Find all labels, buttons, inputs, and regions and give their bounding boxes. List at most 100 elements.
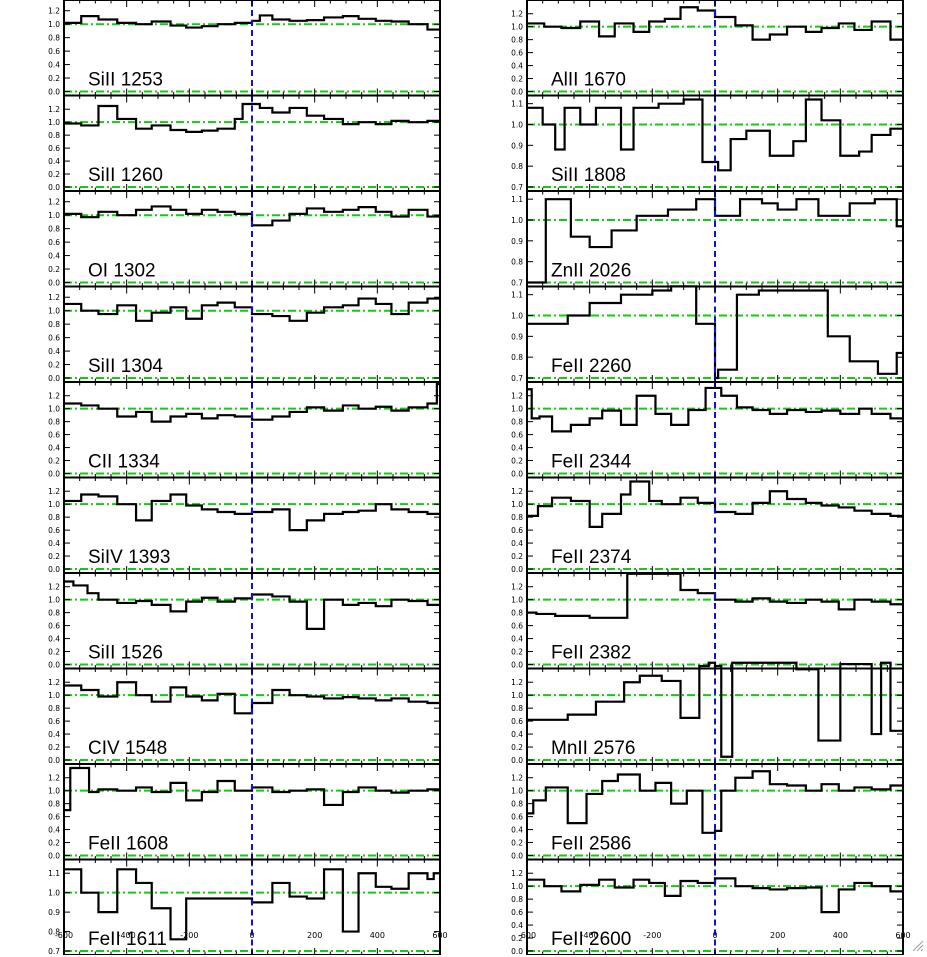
ion-label: SiII 1304 — [88, 356, 163, 377]
y-tick-label: 0.4 — [48, 444, 60, 453]
y-tick-label: 0.8 — [48, 34, 60, 43]
x-tick-label: -200 — [180, 931, 198, 940]
x-tick-label: 600 — [432, 931, 447, 940]
y-tick-label: 0.8 — [511, 418, 523, 427]
y-tick-label: 1.0 — [511, 216, 523, 225]
y-tick-label: 1.2 — [48, 105, 60, 114]
spectrum-step-line — [64, 681, 440, 715]
y-tick-label: 1.0 — [48, 405, 60, 414]
x-tick-label: 600 — [895, 931, 910, 940]
y-tick-label: 0.2 — [48, 265, 60, 274]
y-tick-label: 0.4 — [511, 921, 523, 930]
spectrum-step-line — [527, 198, 903, 284]
y-tick-label: 0.8 — [511, 800, 523, 809]
ion-label: SiII 1253 — [88, 70, 163, 91]
y-tick-label: 0.4 — [48, 61, 60, 70]
y-tick-label: 0.8 — [48, 928, 60, 937]
y-tick-label: 1.0 — [511, 23, 523, 32]
y-tick-label: 1.0 — [511, 596, 523, 605]
y-tick-label: 0.4 — [48, 157, 60, 166]
x-tick-label: -400 — [118, 931, 136, 940]
y-tick-label: 0.0 — [48, 852, 60, 861]
y-tick-label: 0.8 — [511, 162, 523, 171]
y-tick-label: 0.8 — [48, 704, 60, 713]
y-tick-label: 1.0 — [48, 118, 60, 127]
x-tick-label: 400 — [833, 931, 848, 940]
y-tick-label: 0.6 — [48, 431, 60, 440]
spectrum-step-line — [64, 766, 440, 812]
y-tick-label: 0.0 — [48, 374, 60, 383]
y-tick-label: 0.8 — [48, 418, 60, 427]
y-tick-label: 0.8 — [48, 225, 60, 234]
ion-label: FeII 2382 — [551, 643, 631, 664]
y-tick-label: 1.0 — [511, 882, 523, 891]
y-tick-label: 0.4 — [511, 635, 523, 644]
y-tick-label: 0.4 — [511, 730, 523, 739]
y-tick-label: 0.7 — [511, 279, 523, 288]
x-tick-label: 200 — [307, 931, 322, 940]
y-tick-label: 1.2 — [511, 10, 523, 19]
y-tick-label: 0.2 — [48, 74, 60, 83]
y-tick-label: 1.0 — [511, 121, 523, 130]
y-tick-label: 0.4 — [511, 826, 523, 835]
y-tick-label: 1.0 — [48, 691, 60, 700]
x-tick-label: -600 — [518, 931, 536, 940]
ion-label: SiIV 1393 — [88, 547, 170, 568]
ion-label: FeII 2374 — [551, 547, 632, 568]
y-tick-label: 0.2 — [48, 552, 60, 561]
y-tick-label: 0.8 — [48, 131, 60, 140]
y-tick-label: 0.4 — [48, 826, 60, 835]
y-tick-label: 0.2 — [511, 75, 523, 84]
y-tick-label: 0.2 — [48, 170, 60, 179]
y-tick-label: 0.2 — [511, 457, 523, 466]
spectrum-step-line — [64, 102, 440, 134]
y-tick-label: 0.4 — [48, 347, 60, 356]
y-tick-label: 1.2 — [511, 487, 523, 496]
y-tick-label: 1.2 — [48, 487, 60, 496]
y-tick-label: 1.0 — [511, 312, 523, 321]
y-tick-label: 1.0 — [48, 787, 60, 796]
y-tick-label: 0.6 — [511, 908, 523, 917]
y-tick-label: 0.0 — [511, 470, 523, 479]
y-tick-label: 1.2 — [511, 774, 523, 783]
y-tick-label: 1.0 — [48, 596, 60, 605]
ion-label: SiII 1808 — [551, 165, 626, 186]
resize-grip-icon[interactable] — [910, 938, 924, 952]
y-tick-label: 1.2 — [511, 869, 523, 878]
y-tick-label: 0.6 — [48, 622, 60, 631]
y-tick-label: 0.8 — [511, 704, 523, 713]
y-tick-label: 1.0 — [48, 889, 60, 898]
spectrum-step-line — [64, 382, 440, 423]
y-tick-label: 1.1 — [48, 869, 60, 878]
y-tick-label: 1.2 — [48, 198, 60, 207]
y-tick-label: 0.7 — [511, 374, 523, 383]
y-tick-label: 0.9 — [511, 332, 523, 341]
ion-label: FeII 2586 — [551, 834, 631, 855]
y-tick-label: 1.1 — [511, 291, 523, 300]
y-tick-label: 0.8 — [511, 258, 523, 267]
ion-label: CIV 1548 — [88, 738, 167, 759]
ion-label: SiII 1526 — [88, 643, 163, 664]
spectrum-step-line — [527, 661, 903, 758]
spectrum-step-line — [527, 480, 903, 528]
y-tick-label: 0.0 — [48, 279, 60, 288]
ion-label: FeII 2344 — [551, 452, 632, 473]
ion-label: FeII 1608 — [88, 834, 168, 855]
y-tick-label: 0.4 — [511, 539, 523, 548]
y-tick-label: 0.8 — [48, 800, 60, 809]
spectrum-step-line — [64, 868, 440, 941]
y-tick-label: 0.0 — [48, 88, 60, 97]
y-tick-label: 0.4 — [48, 252, 60, 261]
y-tick-label: 1.2 — [48, 7, 60, 16]
y-tick-label: 1.2 — [48, 583, 60, 592]
y-tick-label: 1.2 — [511, 678, 523, 687]
x-tick-label: -200 — [643, 931, 661, 940]
